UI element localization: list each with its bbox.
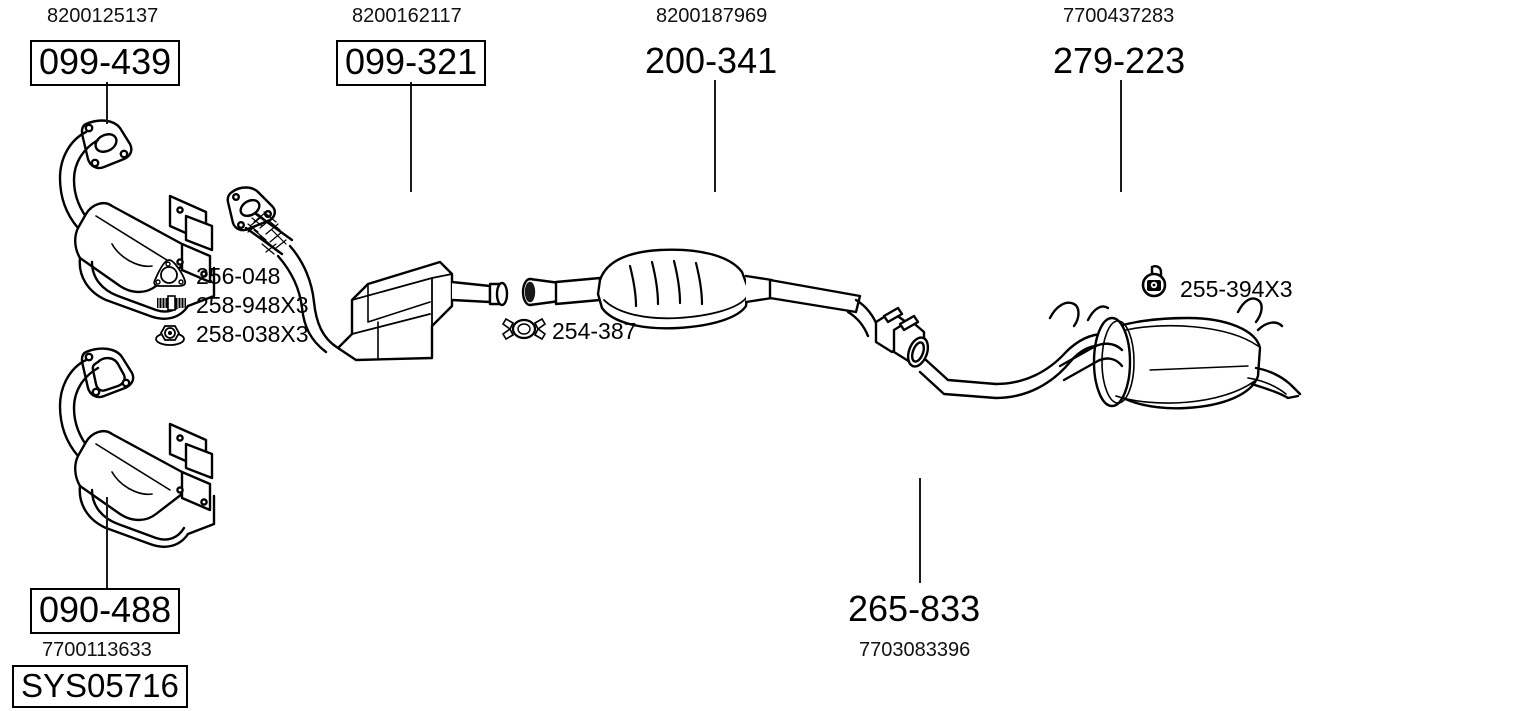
- part-front-pipe-catalyst: [226, 186, 509, 362]
- oem-ref-intermediate-pipe: 7703083396: [859, 639, 971, 661]
- system-code-label[interactable]: SYS05716: [12, 665, 188, 708]
- threaded-stud-icon: [156, 294, 188, 312]
- part-number-centre-silencer[interactable]: 200-341: [645, 40, 778, 81]
- part-intermediate-pipe: [846, 298, 1106, 400]
- part-front-cat-upper: [58, 119, 216, 320]
- leader-line-front-pipe: [410, 82, 412, 192]
- part-centre-silencer: [521, 248, 862, 330]
- oem-ref-front-cat-upper: 8200125137: [47, 5, 159, 27]
- small-part-label-rubber-hanger[interactable]: 255-394X3: [1180, 276, 1293, 302]
- part-number-front-cat-upper[interactable]: 099-439: [30, 40, 181, 86]
- part-number-front-pipe[interactable]: 099-321: [336, 40, 487, 86]
- part-number-front-cat-lower[interactable]: 090-488: [30, 588, 181, 634]
- part-number-rear-silencer[interactable]: 279-223: [1053, 40, 1186, 81]
- small-part-label-exhaust-nut[interactable]: 258-038X3: [196, 321, 309, 347]
- leader-line-centre-silencer: [714, 80, 716, 192]
- oem-ref-centre-silencer: 8200187969: [656, 5, 768, 27]
- part-rear-silencer: [1048, 297, 1302, 410]
- small-part-label-pipe-clamp[interactable]: 254-387: [552, 318, 637, 344]
- triangular-gasket-icon: [152, 258, 188, 288]
- oem-ref-front-cat-lower: 7700113633: [42, 639, 152, 661]
- part-number-intermediate-pipe[interactable]: 265-833: [848, 588, 981, 629]
- leader-line-intermediate-pipe: [919, 478, 921, 583]
- leader-line-front-cat-lower: [106, 497, 108, 588]
- leader-line-rear-silencer: [1120, 80, 1122, 192]
- leader-line-front-cat-upper: [106, 82, 108, 124]
- rubber-hanger-icon: [1138, 264, 1172, 298]
- oem-ref-rear-silencer: 7700437283: [1063, 5, 1175, 27]
- pipe-clamp-icon: [501, 316, 547, 342]
- oem-ref-front-pipe: 8200162117: [352, 5, 462, 27]
- part-front-cat-lower: [58, 347, 216, 548]
- flange-nut-icon: [154, 320, 186, 346]
- small-part-label-exhaust-stud[interactable]: 258-948X3: [196, 292, 309, 318]
- small-part-label-exhaust-gasket[interactable]: 256-048: [196, 263, 281, 289]
